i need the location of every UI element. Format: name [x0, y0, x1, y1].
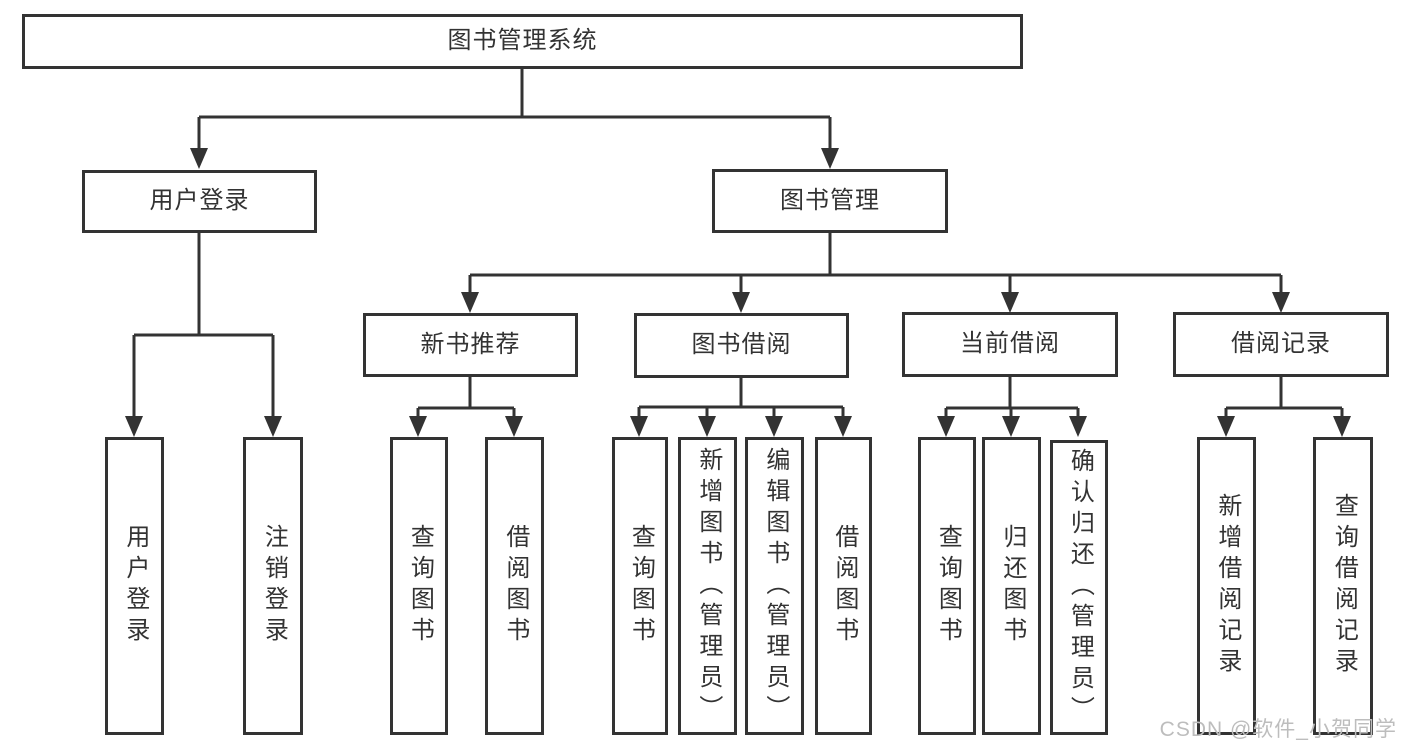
node-br-query-record: 查询借阅记录 [1313, 437, 1373, 735]
node-bb-borrow-books: 借阅图书 [815, 437, 872, 735]
node-rec-query-books: 查询图书 [390, 437, 448, 735]
node-cb-confirm-return-admin: 确认归还（管理员） [1050, 440, 1108, 735]
node-cb-query-books: 查询图书 [918, 437, 976, 735]
node-leaf-user-login: 用户登录 [105, 437, 164, 735]
node-book-management: 图书管理 [712, 169, 948, 233]
node-br-add-record: 新增借阅记录 [1197, 437, 1256, 735]
node-rec-borrow-books: 借阅图书 [485, 437, 544, 735]
node-new-book-recommend: 新书推荐 [363, 313, 578, 377]
node-user-login: 用户登录 [82, 170, 317, 233]
node-current-borrowing: 当前借阅 [902, 312, 1118, 377]
node-bb-add-books-admin: 新增图书（管理员） [678, 437, 737, 735]
node-leaf-logout: 注销登录 [243, 437, 303, 735]
node-root: 图书管理系统 [22, 14, 1023, 69]
watermark: CSDN @软件_小贺同学 [1159, 718, 1397, 741]
node-borrowing-records: 借阅记录 [1173, 312, 1389, 377]
node-bb-query-books: 查询图书 [612, 437, 668, 735]
node-book-borrowing: 图书借阅 [634, 313, 849, 378]
node-cb-return-books: 归还图书 [982, 437, 1041, 735]
node-bb-edit-books-admin: 编辑图书（管理员） [745, 437, 804, 735]
